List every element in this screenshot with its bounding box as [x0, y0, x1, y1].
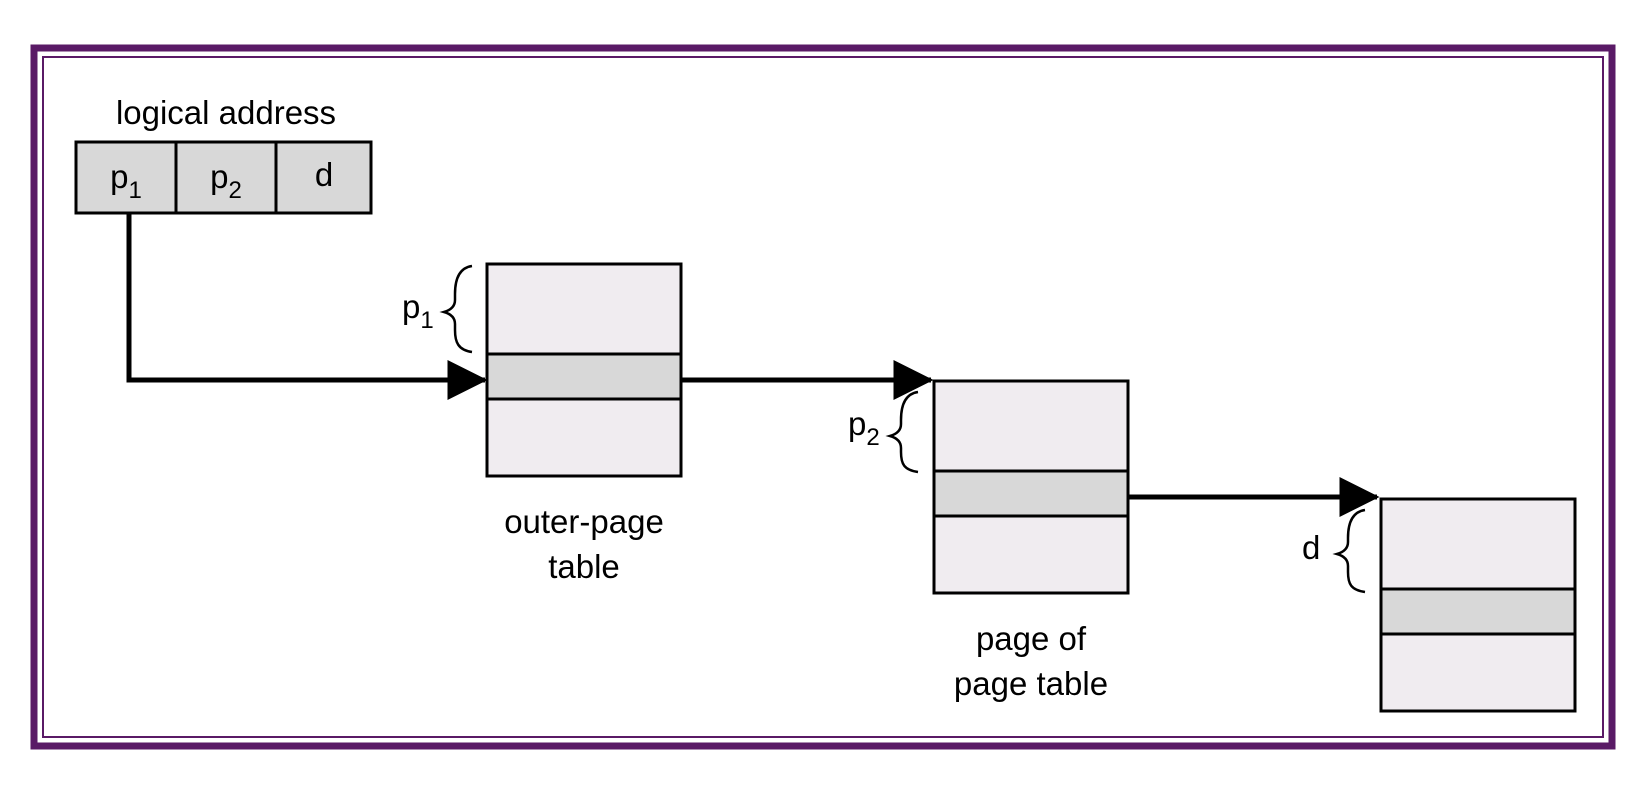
outer-page-table-offset-label: p1 [402, 288, 434, 334]
page-of-page-table: p2 page of page table [848, 379, 1130, 702]
arrows [126, 213, 1380, 517]
logical-address: logical address p1 p2 d [74, 94, 373, 215]
page-of-page-table-caption-line-1: page of [976, 620, 1087, 657]
outer-page-table-offset-main: p [402, 288, 420, 325]
brace-icon [885, 390, 919, 474]
address-field-d-main: d [315, 156, 333, 193]
frame-outer-border [30, 44, 1616, 750]
frame-inner-border [42, 56, 1604, 738]
memory-page-offset-label: d [1302, 529, 1320, 566]
address-field-p2-main: p [210, 158, 228, 195]
outer-page-table-entry [485, 352, 683, 401]
memory-page: d [1302, 497, 1577, 713]
page-of-page-table-entry [932, 469, 1130, 518]
address-field-p1-subscript: 1 [129, 177, 142, 204]
outer-page-table-caption-line-1: outer-page [504, 503, 664, 540]
address-field-d-label: d [315, 156, 333, 193]
page-of-page-table-offset-main: p [848, 405, 866, 442]
address-field-p2-label: p2 [210, 158, 242, 204]
memory-page-entry [1379, 587, 1577, 636]
diagram-frame [30, 44, 1616, 750]
page-of-page-table-caption-line-2: page table [954, 665, 1108, 702]
page-of-page-table-offset-subscript: 2 [866, 424, 879, 451]
address-field-d [274, 140, 373, 215]
address-field-p1-main: p [110, 158, 128, 195]
outer-page-table: p1 outer-page table [402, 262, 683, 585]
logical-address-title: logical address [116, 94, 336, 131]
address-field-p2-subscript: 2 [229, 177, 242, 204]
address-field-p2 [174, 140, 278, 215]
page-of-page-table-offset-label: p2 [848, 405, 880, 451]
brace-icon [1332, 508, 1366, 594]
outer-page-table-caption-line-2: table [548, 548, 620, 585]
address-field-p1-label: p1 [110, 158, 142, 204]
brace-icon [439, 264, 473, 354]
outer-page-table-offset-subscript: 1 [420, 307, 433, 334]
memory-page-offset-main: d [1302, 529, 1320, 566]
arrow-icon [126, 213, 488, 400]
